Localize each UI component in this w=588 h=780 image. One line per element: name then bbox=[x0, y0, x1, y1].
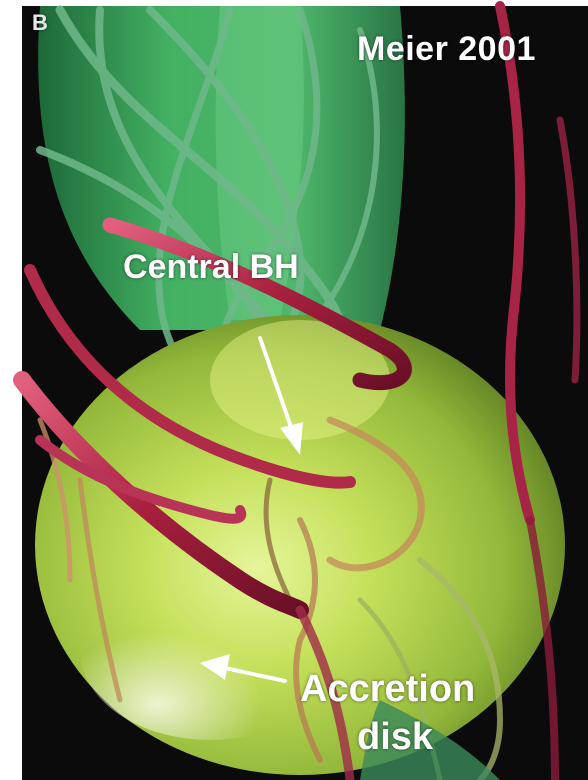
credit-label: Meier 2001 bbox=[357, 30, 536, 69]
accretion-disk-label-line1: Accretion bbox=[300, 668, 475, 711]
panel-letter: B bbox=[32, 10, 48, 36]
accretion-disk-label-line2: disk bbox=[357, 716, 433, 759]
central-bh-label: Central BH bbox=[123, 248, 299, 287]
